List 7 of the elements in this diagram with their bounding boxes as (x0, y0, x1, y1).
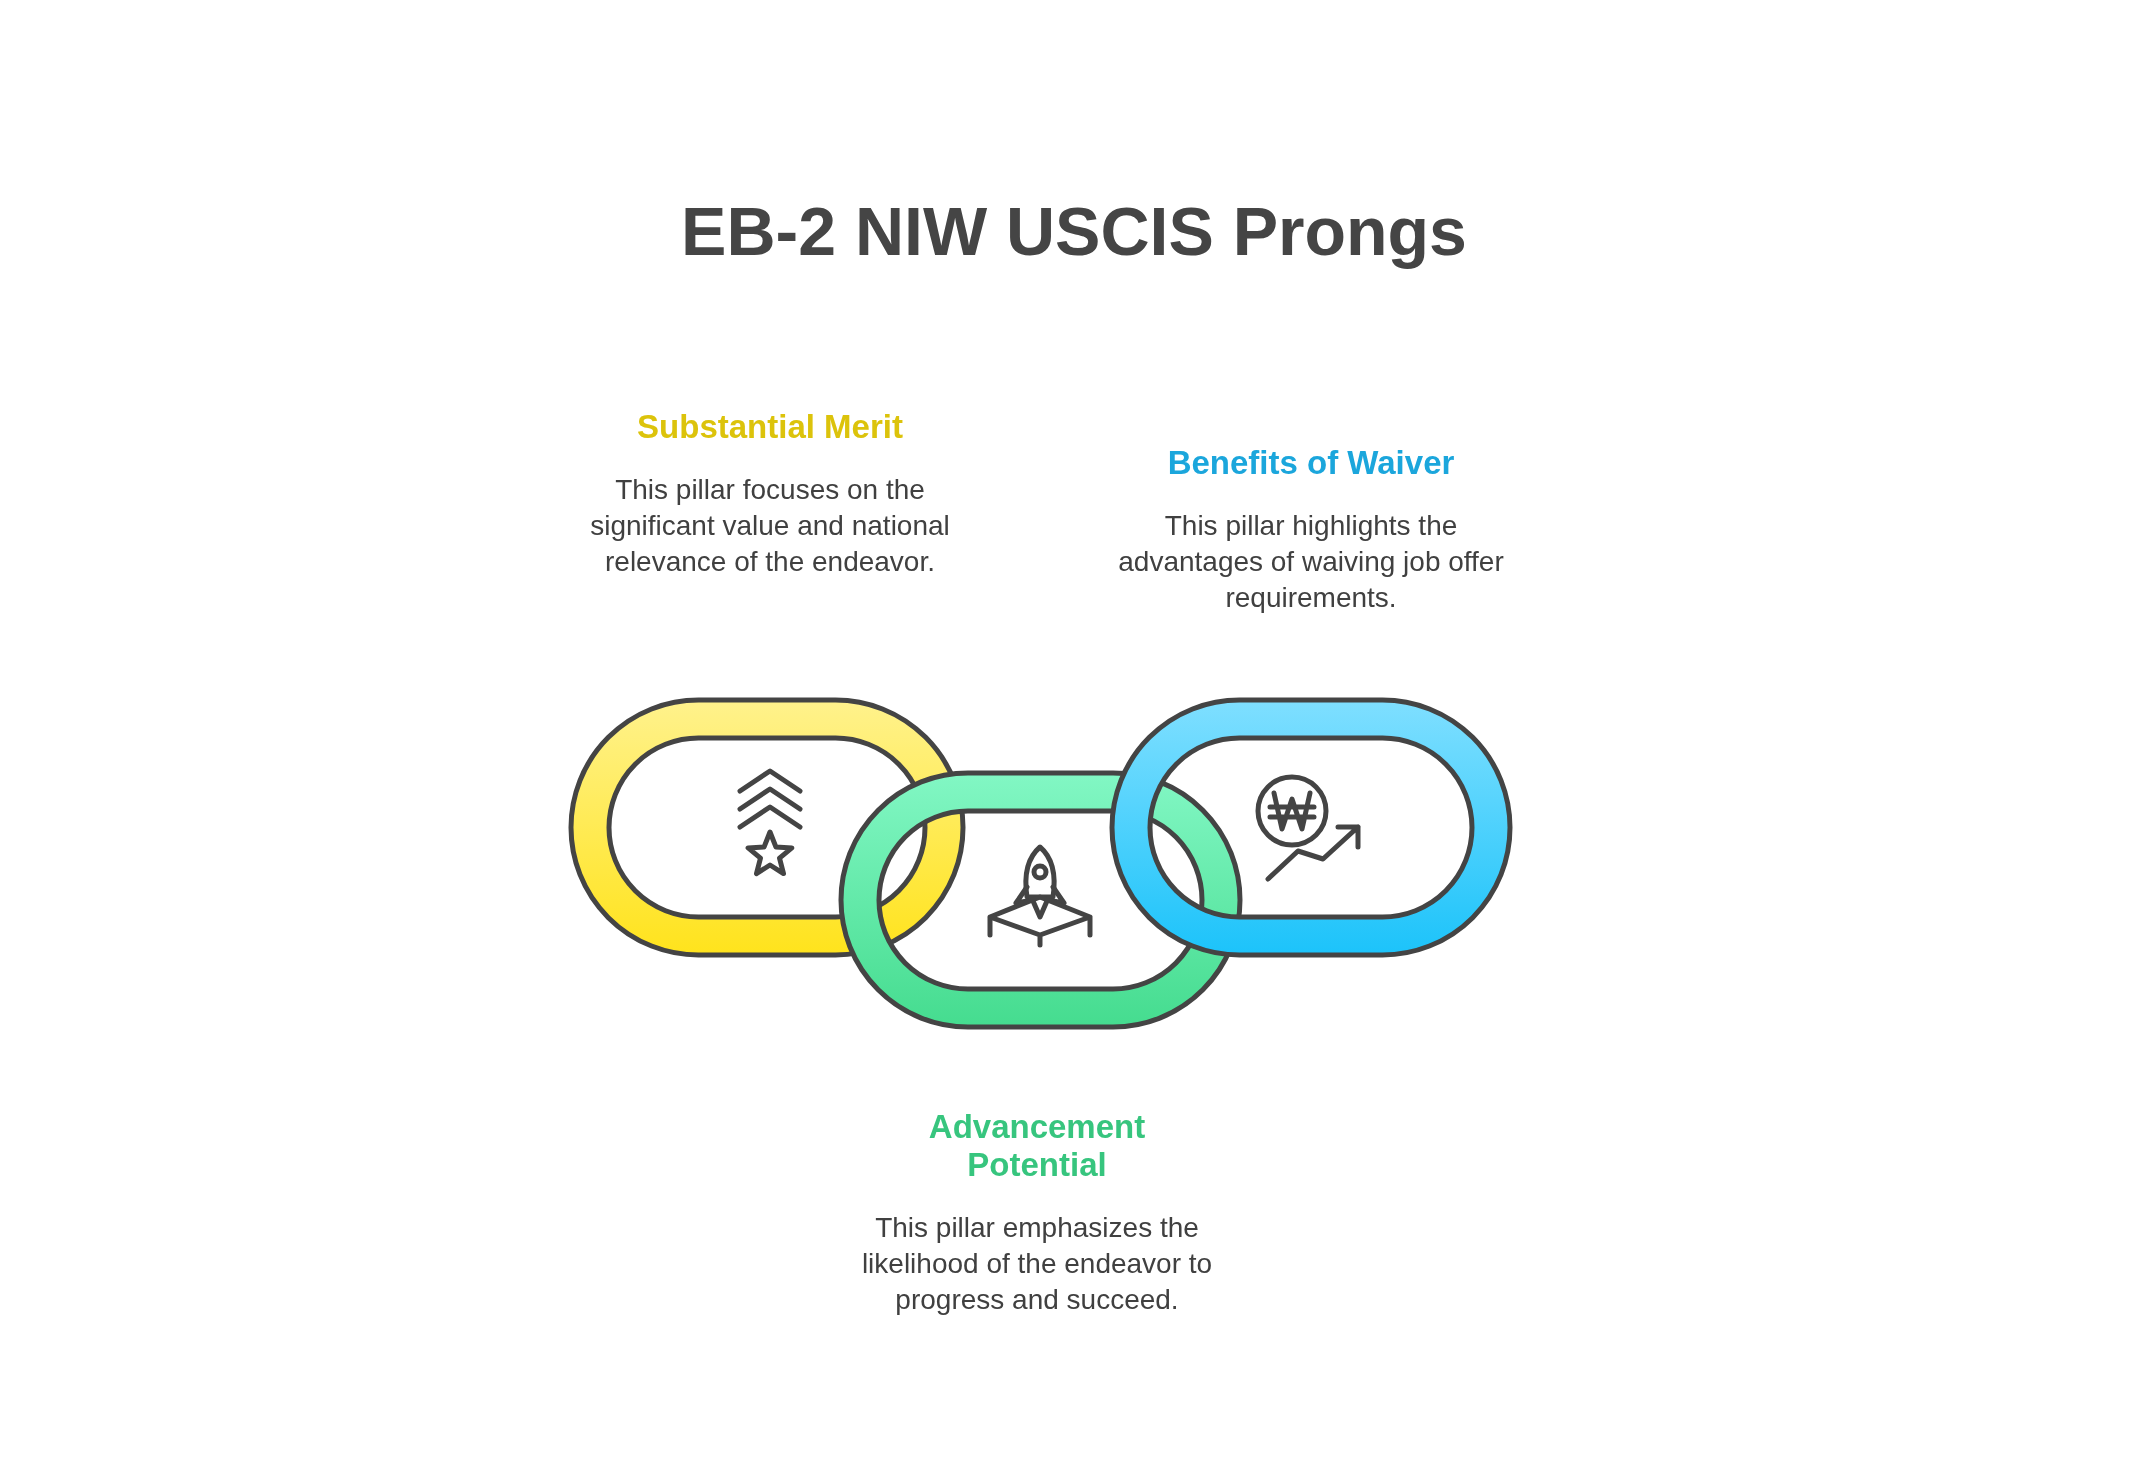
title: EB-2 NIW USCIS Prongs (680, 192, 1468, 270)
pillar-description: This pillar focuses on the significant value and national relevance of the endeavor. (589, 473, 951, 579)
pillar-heading: Advancement Potential (927, 1108, 1147, 1184)
pillar-heading: Benefits of Waiver (1166, 444, 1456, 482)
pillar-heading: Substantial Merit (636, 408, 904, 446)
pillar-description: This pillar emphasizes the likelihood of the endeavor to progress and succeed. (860, 1211, 1214, 1317)
pillar-description: This pillar highlights the advantages of waiving job offer requirements. (1117, 509, 1505, 615)
